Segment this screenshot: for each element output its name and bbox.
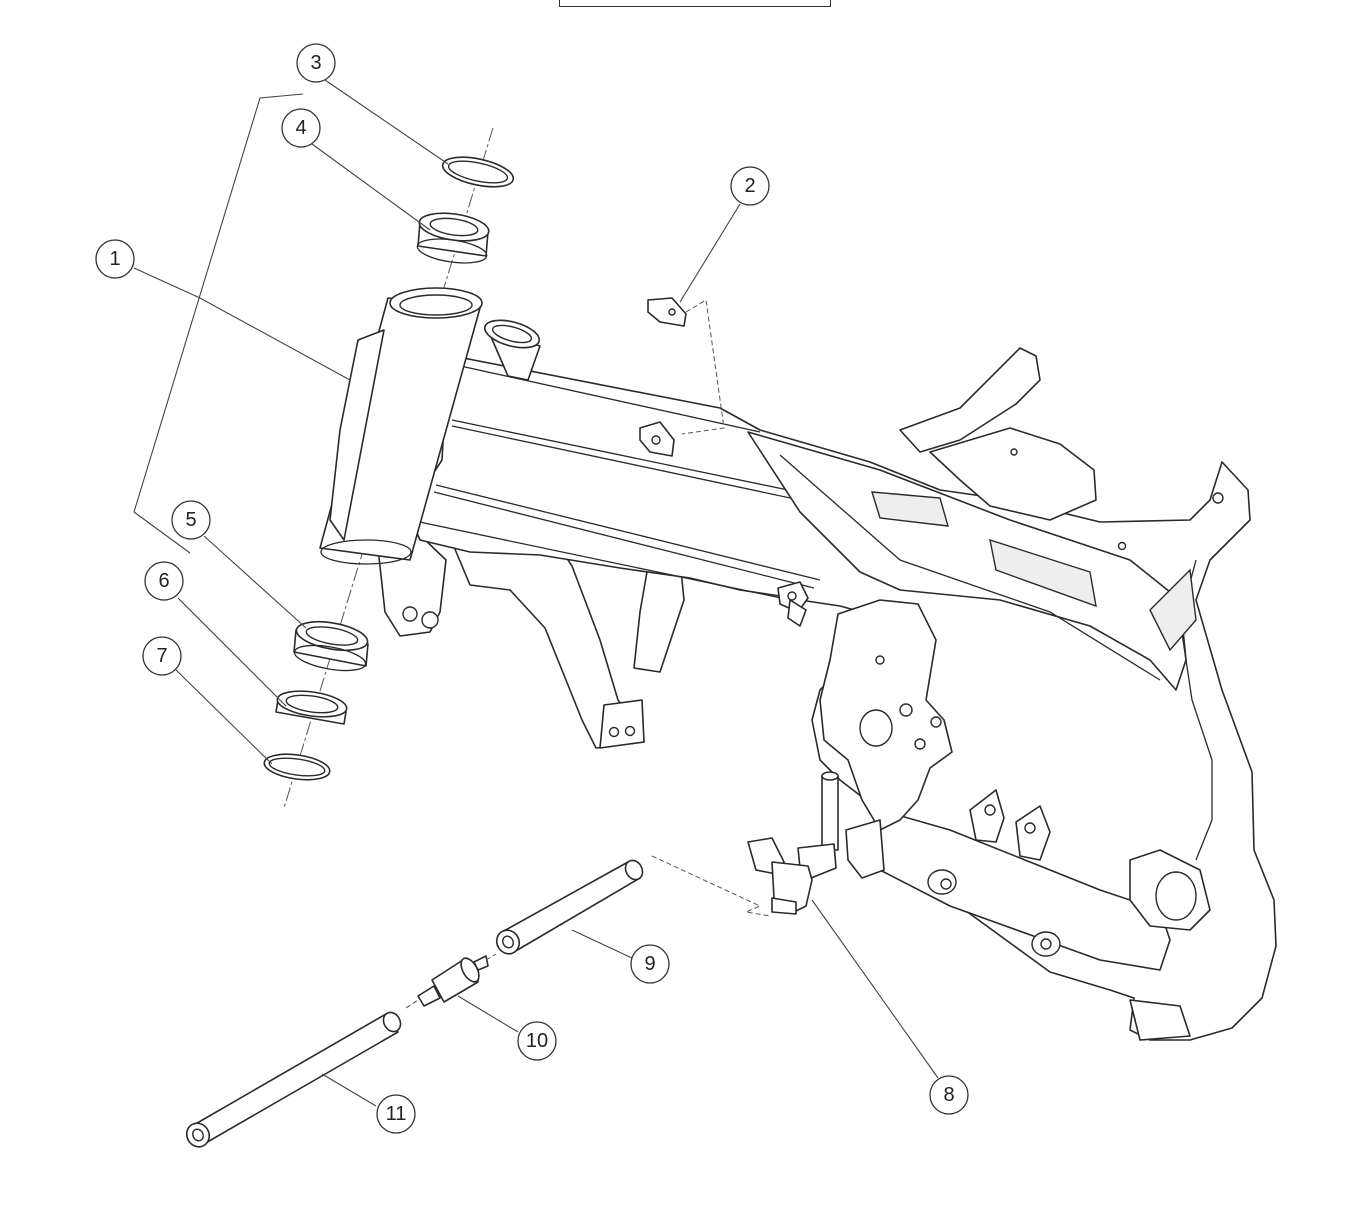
callout-label-7: 7 <box>156 645 167 667</box>
callout-label-8: 8 <box>943 1084 954 1106</box>
callout-11: 11 <box>376 1094 416 1134</box>
lower-bearing-5 <box>293 620 369 672</box>
header-box <box>559 0 831 7</box>
steering-head-tube <box>319 287 541 565</box>
callout-6: 6 <box>144 561 184 601</box>
callout-8: 8 <box>929 1075 969 1115</box>
callout-7: 7 <box>142 636 182 676</box>
upper-bearing-4 <box>416 212 490 264</box>
callout-label-9: 9 <box>644 953 655 975</box>
clip-part-2 <box>639 297 725 457</box>
tube-part-11 <box>185 1011 402 1148</box>
tube-part-9 <box>495 859 644 955</box>
callout-9: 9 <box>630 944 670 984</box>
callout-label-2: 2 <box>744 175 755 197</box>
callout-1: 1 <box>95 239 135 279</box>
callout-label-4: 4 <box>295 117 306 139</box>
leader-lines <box>133 79 939 1107</box>
callout-4: 4 <box>281 108 321 148</box>
callout-3: 3 <box>296 43 336 83</box>
o-ring-7 <box>263 753 331 781</box>
callout-label-6: 6 <box>158 570 169 592</box>
callout-10: 10 <box>517 1021 557 1061</box>
main-frame <box>377 347 1277 1041</box>
callout-2: 2 <box>730 166 770 206</box>
callout-label-11: 11 <box>386 1103 407 1125</box>
callout-label-5: 5 <box>185 509 196 531</box>
callout-label-3: 3 <box>310 52 321 74</box>
upper-dust-seal-3 <box>441 156 515 188</box>
callout-label-10: 10 <box>526 1030 548 1052</box>
callout-label-1: 1 <box>109 248 120 270</box>
connector-part-10 <box>405 953 497 1009</box>
fitting-part-8 <box>651 771 839 917</box>
lower-dust-seal-6 <box>275 690 348 725</box>
callout-5: 5 <box>171 500 211 540</box>
